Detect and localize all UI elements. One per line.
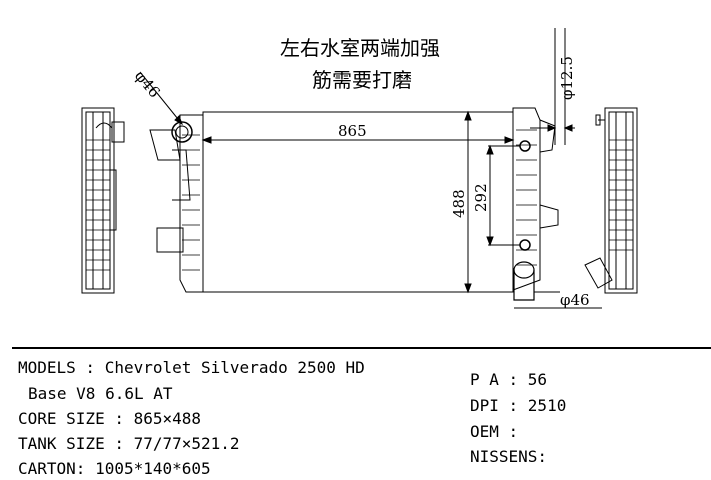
width-dim-label: 865: [338, 122, 367, 140]
mount-spacing-dimension: [486, 144, 520, 247]
mount-hole-top: [519, 140, 531, 152]
spec-carton: CARTON: 1005*140*605: [18, 459, 211, 478]
left-side-view: [81, 107, 125, 294]
spec-models: MODELS : Chevrolet Silverado 2500 HD: [18, 358, 365, 377]
height-dimension: [464, 110, 472, 294]
spec-tank-size: TANK SIZE : 77/77×521.2: [18, 434, 240, 453]
spec-nissens: NISSENS:: [470, 447, 548, 466]
mount-hole-bottom: [519, 239, 531, 251]
inlet-pipe: [171, 121, 193, 143]
bracket-dia-dimension: [530, 28, 575, 145]
spec-pa: P A : 56: [470, 370, 548, 389]
spec-models-cont: Base V8 6.6L AT: [28, 384, 173, 403]
outlet-pipe: [513, 261, 535, 301]
height-dim-label: 488: [450, 189, 468, 218]
width-dimension: [201, 136, 515, 144]
section-divider: [12, 347, 711, 349]
spec-oem: OEM :: [470, 422, 519, 441]
inlet-pipe-inner: [175, 125, 189, 139]
right-tank: [512, 107, 559, 291]
inlet-dia-label: φ46: [131, 67, 164, 101]
right-side-view: [584, 107, 638, 294]
inlet-dia-leader: [139, 71, 183, 126]
note-line-1: 左右水室两端加强: [280, 36, 440, 60]
spec-core-size: CORE SIZE : 865×488: [18, 409, 202, 428]
left-tank: [149, 114, 204, 293]
spec-dpi: DPI : 2510: [470, 396, 567, 415]
outlet-dia-label: φ46: [560, 291, 590, 309]
radiator-technical-drawing: 左右水室两端加强 筋需要打磨: [81, 28, 638, 309]
mount-spacing-dim-label: 292: [472, 183, 490, 212]
outlet-dia-leader: [514, 291, 602, 309]
note-line-2: 筋需要打磨: [312, 68, 412, 92]
bracket-dia-label: φ12.5: [558, 56, 576, 100]
